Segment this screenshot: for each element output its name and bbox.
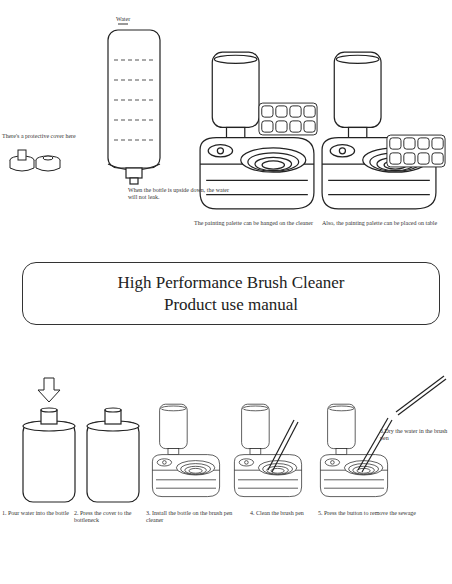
- title-box: High Performance Brush CleanerProduct us…: [22, 262, 440, 325]
- pour-arrow: [38, 378, 60, 402]
- caption-text: 1. Pour water into the bottle: [2, 510, 74, 517]
- part-label: Water: [116, 16, 156, 23]
- caption-text: The painting palette can be hanged on th…: [194, 220, 318, 227]
- title-line: High Performance Brush Cleaner: [117, 272, 344, 294]
- caption-text: 2. Press the cover to the bottleneck: [74, 510, 146, 524]
- brush-pens: [268, 376, 446, 472]
- cover-parts: [10, 150, 60, 171]
- caption-text: 3. Install the bottle on the brush pen c…: [146, 510, 248, 524]
- caption-text: 6.Dry the water in the brush pen: [380, 428, 448, 442]
- cleaner-figure: [320, 404, 387, 496]
- cleaner-figure: [234, 404, 301, 496]
- caption-text: Also, the painting palette can be placed…: [322, 220, 450, 227]
- title-line: Product use manual: [164, 294, 298, 316]
- palette-figure: [387, 135, 445, 167]
- water-bottle: [108, 24, 160, 184]
- cleaner-figure: [152, 404, 219, 496]
- palette-figure: [259, 103, 317, 135]
- bottle-figure: [23, 408, 75, 502]
- bottle-figure: [87, 408, 139, 502]
- caption-text: There's a protective cover here: [2, 133, 78, 140]
- caption-text: When the bottle is upside down, the wate…: [128, 187, 238, 201]
- cleaner-figure: [322, 52, 436, 209]
- caption-text: 4. Clean the brush pen: [250, 510, 316, 517]
- caption-text: 5. Press the button to remove the sewage: [318, 510, 448, 517]
